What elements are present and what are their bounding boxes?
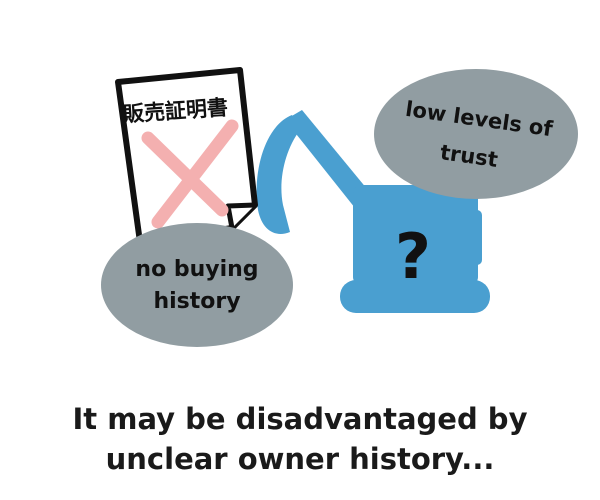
cross-icon	[141, 119, 239, 229]
bubble-low-trust: low levels of trust	[374, 69, 578, 199]
bubble-no-buying-history-line2: history	[153, 289, 240, 314]
bubble-no-buying-history: no buying history	[101, 223, 293, 347]
bubble-no-buying-history-line1: no buying	[135, 257, 258, 282]
illustration: ? 販売証明書 no buying history low levels of …	[101, 67, 578, 347]
question-mark-icon: ?	[395, 220, 431, 293]
caption-line-2: unclear owner history...	[105, 442, 495, 476]
caption-line-1: It may be disadvantaged by	[72, 402, 528, 436]
certificate-document	[115, 67, 258, 245]
excavator-icon	[256, 110, 490, 313]
